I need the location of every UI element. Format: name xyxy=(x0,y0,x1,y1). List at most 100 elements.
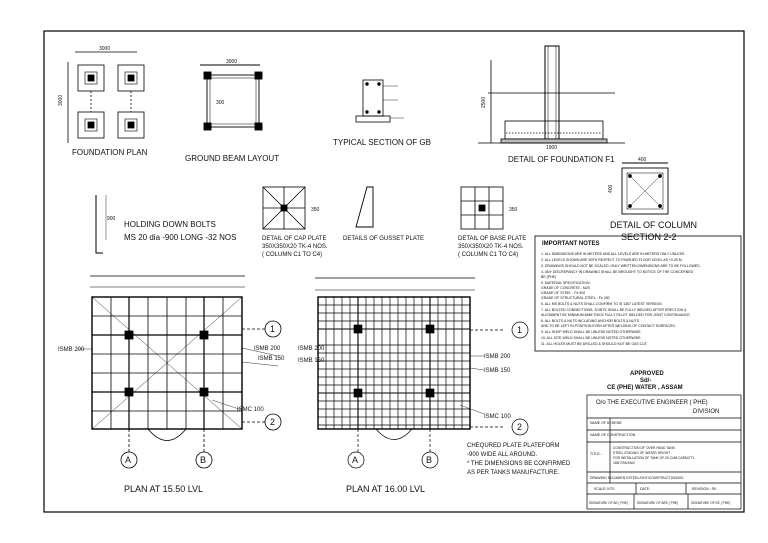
tb-sig-aee: SIGNATURE OF AEE ( PHE) xyxy=(637,501,678,505)
p1600-ismb200-left: ISMB 200 xyxy=(298,346,325,352)
note-line: 8. ALL BOLTS & NUTS INCLUDING ANCHOR BOL… xyxy=(541,319,640,323)
note-line: 9. ALL SHOP WELD SHALL BE UNLESS NOTED O… xyxy=(541,330,642,334)
sheet-border xyxy=(43,30,745,513)
tb-revision: REVISION : R0 xyxy=(692,487,716,491)
ground-beam-layout xyxy=(200,64,263,131)
holding-bolts-title: HOLDING DOWN BOLTS xyxy=(124,220,216,229)
chequered-note-1: CHEQURED PLATE PLATEFORM xyxy=(467,443,559,449)
tb-date: DATE: xyxy=(640,487,650,491)
base-plate-size: 350X350X20 TK-4 NOS. xyxy=(458,244,524,250)
base-dim: 350 xyxy=(509,207,518,213)
tb-drawing-label: DRAWING NO. xyxy=(590,476,614,480)
tb-title-4: 16M STAGING xyxy=(613,461,635,465)
p1600-mark-2: 2 xyxy=(517,422,522,432)
column-detail-drawing xyxy=(621,162,669,215)
tb-drawing-value: JJM/ENT/STEEL/OHT/CONSTRUCTION/001 xyxy=(613,476,684,480)
note-line: GRADE OF STRUCTURAL STEEL - Fe 250 xyxy=(541,296,610,300)
p1600-ismb150-right: ISMB 150 xyxy=(484,368,511,374)
note-line: 3. DRAWINGS SHOULD NOT BE SCALED, ONLY W… xyxy=(541,264,701,268)
column-detail-title: DETAIL OF COLUMN xyxy=(610,220,697,230)
plan-1550-title: PLAN AT 15.50 LVL xyxy=(124,484,203,494)
note-line: GRADE OF STEEL - Fe 500 xyxy=(541,291,585,295)
approved-ce: CE (PHE) WATER , ASSAM xyxy=(607,385,683,391)
col-dim-top: 400 xyxy=(638,157,647,163)
tb-sig-ee: SIGNATURE OF EE ( PHE) xyxy=(691,501,730,505)
tb-title-3: FOR INSTALLATION OF TANK OF 20 CUM CAPAC… xyxy=(613,456,695,460)
p1550-mark-1: 1 xyxy=(270,324,275,334)
tb-row1-label: NAME OF SCHEME xyxy=(590,421,623,425)
plan-1600-title: PLAN AT 16.00 LVL xyxy=(346,484,425,494)
typical-section-gb xyxy=(355,79,404,123)
gbl-dim-top: 3000 xyxy=(226,59,237,65)
fp-dim-top: 3000 xyxy=(99,46,110,52)
note-line: 2. ALL LEVELS SHOWN ARE WITH RESPECT TO … xyxy=(541,258,683,262)
p1550-ismb150: ISMB 150 xyxy=(258,356,285,362)
base-plate-cols: ( COLUMN C1 TO C4) xyxy=(458,252,518,258)
chequered-note-2: -900 WIDE ALL AROUND. xyxy=(467,452,537,458)
tb-division: DIVISION xyxy=(693,409,719,415)
holding-bolt-drawing xyxy=(95,195,107,254)
p1600-axis-a: A xyxy=(352,455,358,465)
cap-dim: 350 xyxy=(311,207,320,213)
foundation-detail xyxy=(478,45,625,144)
p1600-mark-1: 1 xyxy=(517,325,522,335)
note-line: GRADE OF CONCRETE - M20 xyxy=(541,286,590,290)
foundation-plan-title: FOUNDATION PLAN xyxy=(72,148,148,157)
p1550-ismb200-right: ISMB 200 xyxy=(254,346,281,352)
base-plate-drawing xyxy=(460,186,504,230)
holding-bolts-sub: MS 20 dia -900 LONG -32 NOS xyxy=(124,233,237,242)
note-line: 4. ANY DISCREPANCY IN DRAWING SHALL BE B… xyxy=(541,270,694,274)
foundation-plan xyxy=(67,51,145,143)
notes-heading: IMPORTANT NOTES xyxy=(542,241,600,247)
ff-dim-1900: 1900 xyxy=(546,145,557,151)
cap-plate-title: DETAIL OF CAP PLATE xyxy=(262,236,326,242)
fp-dim-left: 3000 xyxy=(58,95,64,106)
chequered-note-4: AS PER TANKS MANUFACTURE. xyxy=(467,470,559,476)
gusset-plate-drawing xyxy=(355,186,374,228)
chequered-note-3: * THE DIMENSIONS BE CONFIRMED xyxy=(467,461,571,467)
note-line: 7. ALL BOLTED CONNECTIONS, JOINTS SHALL … xyxy=(541,308,687,312)
plan-1600-grid xyxy=(315,277,529,469)
p1600-ismb200-right: ISMB 200 xyxy=(484,354,511,360)
base-plate-title: DETAIL OF BASE PLATE xyxy=(458,236,526,242)
note-line: 11. ALL HOLES MUST BE DRILLED & SHOULD N… xyxy=(541,342,648,346)
cap-plate-drawing xyxy=(262,186,306,230)
approved-label: APPROVED xyxy=(630,371,664,377)
tb-sig-ae: SIGNATURE OF AE ( PHE) xyxy=(589,501,628,505)
tb-row2-label: NAME OF CONSTRUCTION xyxy=(590,433,636,437)
note-line: AND TO BE LEFT IN POSITION EVEN AFTER WE… xyxy=(541,324,676,328)
typical-section-title: TYPICAL SECTION OF GB xyxy=(333,138,431,147)
ground-beam-title: GROUND BEAM LAYOUT xyxy=(185,154,279,163)
notes-box xyxy=(534,235,742,352)
col-dim-left: 400 xyxy=(608,184,614,193)
approved-sd: Sd/- xyxy=(640,378,651,384)
tb-office: O/o THE EXECUTIVE ENGINEER ( PHE) xyxy=(596,400,708,406)
ff-dim-2500: 2500 xyxy=(481,97,487,108)
gusset-plate-title: DETAILS OF GUSSET PLATE xyxy=(343,236,424,242)
note-line: 5. MATERIAL SPECIFICATION xyxy=(541,281,590,285)
tb-title-1: CONSTRUCTION OF OVER HEAD TANK xyxy=(613,446,676,450)
p1550-ismb200-left: ISMB 200 xyxy=(58,347,85,353)
notes-list: 1. ALL DIMENSIONS ARE IN METERS AND ALL … xyxy=(541,252,701,346)
foundation-detail-title: DETAIL OF FOUNDATION F1 xyxy=(508,155,615,164)
note-line: 1. ALL DIMENSIONS ARE IN METERS AND ALL … xyxy=(541,252,685,256)
cap-plate-cols: ( COLUMN C1 TO C4) xyxy=(262,252,322,258)
p1600-ismb150-left: ISMB 150 xyxy=(298,358,325,364)
p1600-ismc100: ISMC 100 xyxy=(484,414,511,420)
p1550-axis-a: A xyxy=(125,455,131,465)
column-detail-section: SECTION 2-2 xyxy=(621,232,677,242)
tb-title-label: TITLE:- xyxy=(590,452,603,456)
note-line: 10. ALL SITE WELD SHALL BE UNLESS NOTED … xyxy=(541,336,641,340)
tb-title-2: STEEL STAGING OF WATER HEIGHT xyxy=(613,451,670,455)
bolt-dim: 900 xyxy=(107,216,116,222)
note-line: ALIGNMENT BY MINIMUM 6MM THICK FULLY FIL… xyxy=(541,313,691,317)
tb-scale: SCALE: NTS xyxy=(594,487,615,491)
note-line: 6. ALL MS BOLTS & NUTS SHALL CONFIRM TO … xyxy=(541,302,663,306)
gbl-dim-left: 300 xyxy=(216,100,225,106)
plan-1550-grid xyxy=(77,275,282,469)
p1550-mark-2: 2 xyxy=(270,417,275,427)
title-block xyxy=(586,394,742,510)
p1550-axis-b: B xyxy=(200,455,206,465)
note-line: BE (PHE) xyxy=(541,275,556,279)
